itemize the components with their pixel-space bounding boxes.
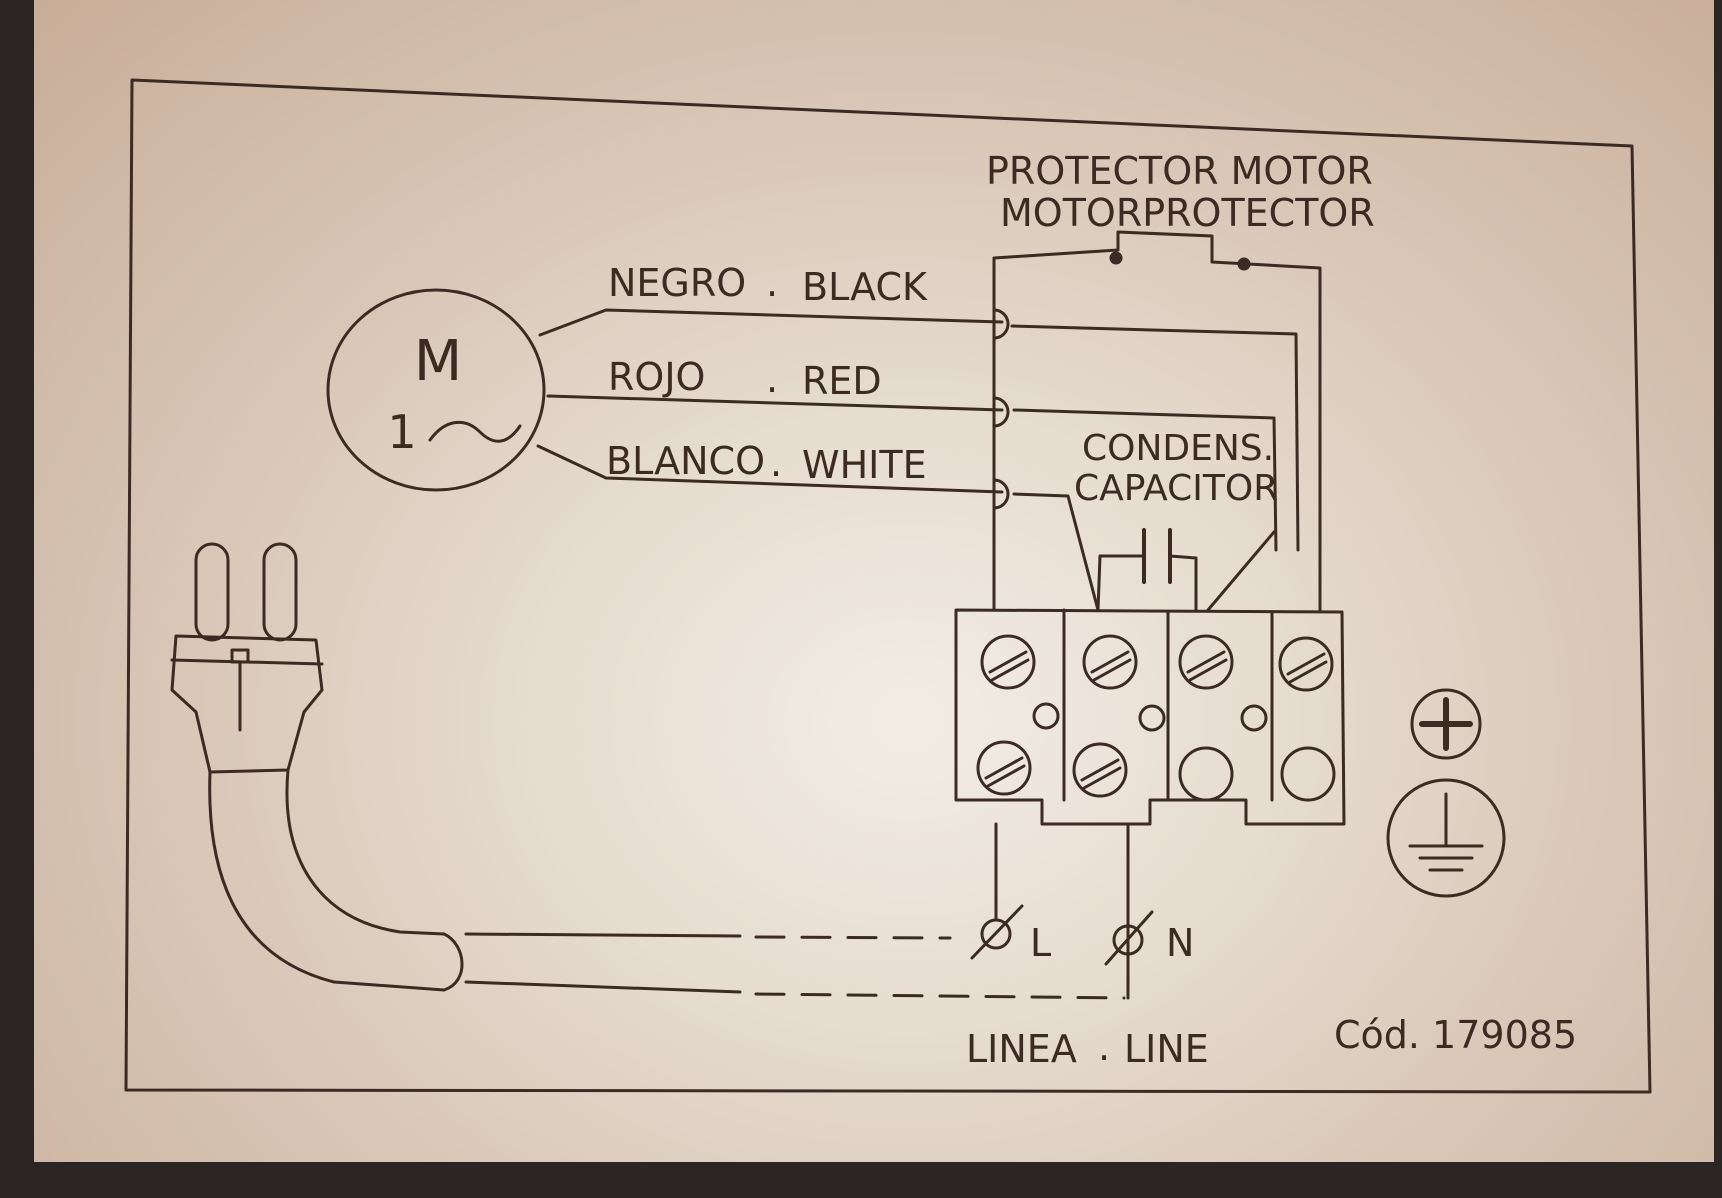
ground-icon	[1386, 688, 1506, 898]
wire-hop-red	[992, 396, 1010, 428]
line-label-en: LINE	[1124, 1027, 1209, 1071]
common-bus-wire	[992, 230, 1322, 612]
capacitor-label-en: CAPACITOR	[1074, 468, 1278, 509]
wire-label-red-en: RED	[802, 359, 882, 403]
line-label-es: LINEA	[966, 1027, 1077, 1071]
diagram-frame	[124, 78, 1652, 1094]
wire-hop-black	[992, 308, 1010, 340]
wire-label-white-sep: .	[770, 441, 782, 485]
line-label-sep: .	[1098, 1025, 1110, 1069]
capacitor-symbol	[1096, 528, 1276, 612]
motor-letter: M	[414, 329, 462, 394]
motor-phase-number: 1	[387, 405, 416, 459]
wire-label-red-sep: .	[766, 357, 778, 401]
wire-label-red-es: ROJO	[608, 355, 705, 399]
terminal-l-label: L	[1030, 921, 1051, 965]
wire-label-white-es: BLANCO	[606, 439, 765, 483]
protector-label-es: PROTECTOR MOTOR	[986, 149, 1373, 193]
motor-wires	[536, 308, 1300, 612]
wire-hop-white	[992, 478, 1010, 510]
capacitor-label-es: CONDENS.	[1082, 428, 1274, 469]
wire-label-white-en: WHITE	[802, 443, 927, 487]
line-leads	[464, 822, 1154, 1000]
terminal-n-label: N	[1166, 921, 1194, 965]
motor-protector	[1109, 251, 1251, 271]
plug-icon	[170, 542, 464, 992]
wire-label-black-en: BLACK	[802, 265, 928, 309]
ac-tilde-icon	[428, 420, 522, 443]
wire-label-black-es: NEGRO	[608, 261, 746, 305]
wire-label-black-sep: .	[766, 261, 778, 305]
label-sheet	[34, 0, 1714, 1162]
code-number: Cód. 179085	[1334, 1013, 1577, 1057]
motor-symbol: M 1	[326, 288, 546, 492]
protector-label-en: MOTORPROTECTOR	[1000, 191, 1375, 235]
terminal-block	[954, 608, 1346, 826]
